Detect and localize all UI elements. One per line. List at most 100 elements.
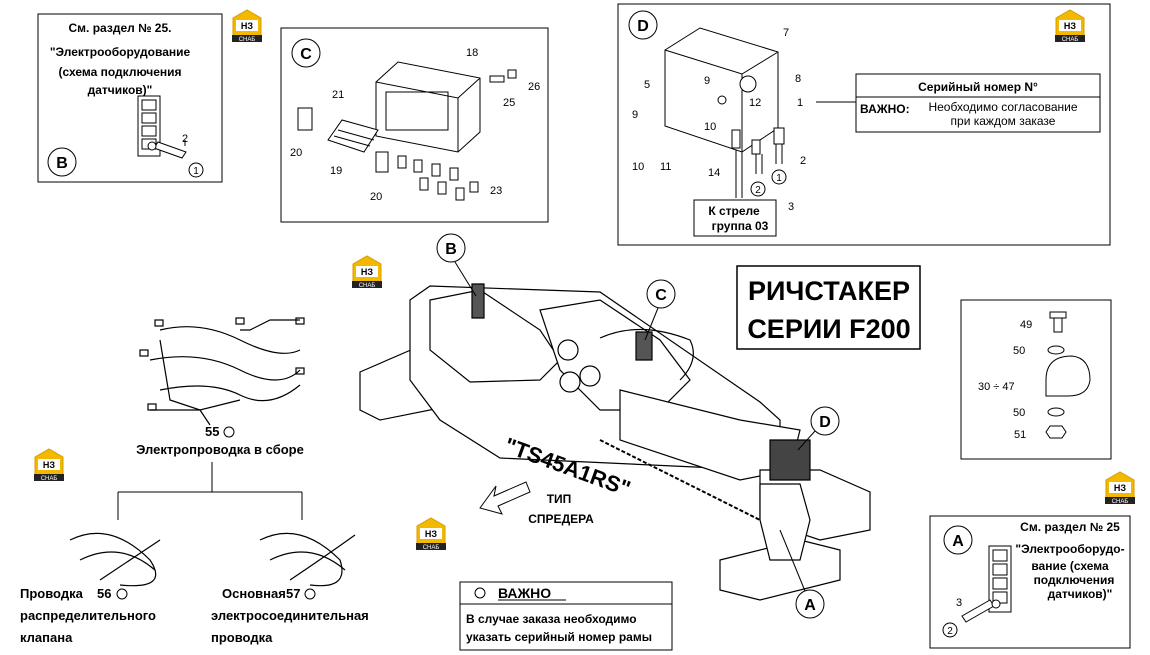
panel-d-9b: 9 bbox=[632, 109, 638, 121]
harness-label: Электропроводка в сборе bbox=[136, 442, 304, 457]
valve-line3: клапана bbox=[20, 630, 73, 645]
direction-arrow bbox=[479, 481, 531, 515]
nz-snab-logo: НЗ СНАБ bbox=[1052, 7, 1088, 43]
panel-a-letter: A bbox=[952, 533, 964, 550]
panel-b-line3: (схема подключения bbox=[59, 65, 182, 79]
clamp-frame bbox=[960, 299, 1112, 460]
panel-d-letter: D bbox=[637, 18, 649, 35]
sensor-block-a bbox=[961, 545, 1012, 623]
boom-line1: К стреле bbox=[708, 204, 760, 218]
svg-text:НЗ: НЗ bbox=[43, 460, 55, 470]
valve-line1: Проводка bbox=[20, 586, 84, 601]
panel-a-line4: подключения bbox=[1034, 573, 1115, 587]
svg-text:НЗ: НЗ bbox=[1064, 21, 1076, 31]
title-box bbox=[736, 265, 921, 350]
important-box bbox=[459, 581, 673, 651]
panel-c-18: 18 bbox=[466, 47, 478, 59]
type-line1: ТИП bbox=[547, 492, 572, 506]
main-harness-line3: проводка bbox=[211, 630, 273, 645]
serial-box bbox=[855, 73, 1101, 133]
valve-line2: распределительного bbox=[20, 608, 156, 623]
clamp-51: 51 bbox=[1014, 429, 1026, 441]
panel-d-14: 14 bbox=[708, 167, 720, 179]
panel-b-part-2: 2 bbox=[182, 133, 188, 145]
title-line1: РИЧСТАКЕР bbox=[748, 276, 910, 306]
svg-text:НЗ: НЗ bbox=[1114, 483, 1126, 493]
svg-text:СНАБ: СНАБ bbox=[1062, 37, 1079, 43]
panel-d-3: 3 bbox=[788, 201, 794, 213]
panel-d-8: 8 bbox=[795, 73, 801, 85]
panel-c-23: 23 bbox=[490, 185, 502, 197]
harness-tree-lines bbox=[117, 462, 303, 520]
main-harness-line1: Основная bbox=[222, 586, 286, 601]
nz-snab-logo: НЗ СНАБ bbox=[31, 446, 67, 482]
panel-a-line2: "Электрооборудо- bbox=[1015, 542, 1124, 556]
main-harness-number: 57 bbox=[286, 586, 300, 601]
panel-d-11: 11 bbox=[660, 161, 671, 173]
reach-stacker-frame bbox=[359, 283, 871, 601]
svg-text:СНАБ: СНАБ bbox=[239, 37, 256, 43]
svg-text:СНАБ: СНАБ bbox=[1112, 499, 1129, 505]
panel-c-letter: C bbox=[300, 46, 312, 63]
svg-text:НЗ: НЗ bbox=[241, 21, 253, 31]
panel-d-10a: 10 bbox=[704, 121, 716, 133]
nz-snab-logo: НЗ СНАБ bbox=[1102, 469, 1138, 505]
panel-a-line5: датчиков)" bbox=[1048, 587, 1113, 601]
serial-important-prefix: ВАЖНО: bbox=[860, 102, 910, 116]
panel-d-frame bbox=[617, 3, 1111, 246]
callout-b: B bbox=[445, 241, 457, 258]
panel-c-frame bbox=[280, 27, 549, 223]
nz-snab-logo: НЗ СНАБ bbox=[229, 7, 265, 43]
valve-number: 56 bbox=[97, 586, 111, 601]
panel-d-7: 7 bbox=[783, 27, 789, 39]
serial-label: Серийный номер N° bbox=[918, 80, 1038, 94]
important-line2: указать серийный номер рамы bbox=[466, 630, 652, 644]
title-line2: СЕРИИ F200 bbox=[747, 314, 910, 344]
callout-a: A bbox=[804, 597, 816, 614]
callout-d: D bbox=[819, 414, 831, 431]
clamp-3047: 30 ÷ 47 bbox=[978, 381, 1015, 393]
boom-line2: группа 03 bbox=[712, 219, 769, 233]
panel-d-12: 12 bbox=[749, 97, 761, 109]
panel-d-2: 2 bbox=[800, 155, 806, 167]
panel-a-frame bbox=[929, 515, 1131, 649]
panel-c-20a: 20 bbox=[290, 147, 302, 159]
svg-text:НЗ: НЗ bbox=[361, 267, 373, 277]
clamp-50b: 50 bbox=[1013, 407, 1025, 419]
terminal-strip-c bbox=[297, 107, 389, 173]
panel-d-1: 1 bbox=[797, 97, 803, 109]
boom-box bbox=[693, 199, 777, 237]
sensor-block-b bbox=[137, 95, 187, 159]
important-title: ВАЖНО bbox=[498, 585, 551, 601]
panel-a-circle-2: 2 bbox=[947, 626, 953, 637]
panel-a-part-3: 3 bbox=[956, 597, 962, 609]
panel-d-9a: 9 bbox=[704, 75, 710, 87]
clamp-drawing bbox=[1045, 311, 1091, 439]
svg-text:СНАБ: СНАБ bbox=[41, 476, 58, 482]
panel-d-circle-2: 2 bbox=[755, 185, 761, 196]
panel-b-letter: B bbox=[56, 155, 68, 172]
glands-c bbox=[397, 69, 517, 201]
junction-box-c bbox=[375, 61, 481, 153]
panel-b-circle-1: 1 bbox=[193, 166, 199, 177]
panel-c-25: 25 bbox=[503, 97, 515, 109]
important-line1: В случае заказа необходимо bbox=[466, 612, 637, 626]
callout-c: C bbox=[655, 287, 667, 304]
clamp-50a: 50 bbox=[1013, 345, 1025, 357]
svg-text:СНАБ: СНАБ bbox=[423, 545, 440, 551]
main-harness-drawing bbox=[259, 532, 356, 587]
panel-b-frame bbox=[37, 13, 223, 183]
control-box-d bbox=[664, 27, 785, 198]
panel-b-line2: "Электрооборудование bbox=[50, 45, 191, 59]
panel-c-19: 19 bbox=[330, 165, 342, 177]
panel-a-line1: См. раздел № 25 bbox=[1020, 520, 1120, 534]
svg-text:НЗ: НЗ bbox=[425, 529, 437, 539]
harness-assembly-drawing bbox=[139, 317, 305, 426]
valve-harness-drawing bbox=[69, 532, 161, 587]
harness-number: 55 bbox=[205, 424, 219, 439]
panel-b-line4: датчиков)" bbox=[88, 83, 153, 97]
panel-b-line1: См. раздел № 25. bbox=[69, 21, 172, 35]
clamp-49: 49 bbox=[1020, 319, 1032, 331]
